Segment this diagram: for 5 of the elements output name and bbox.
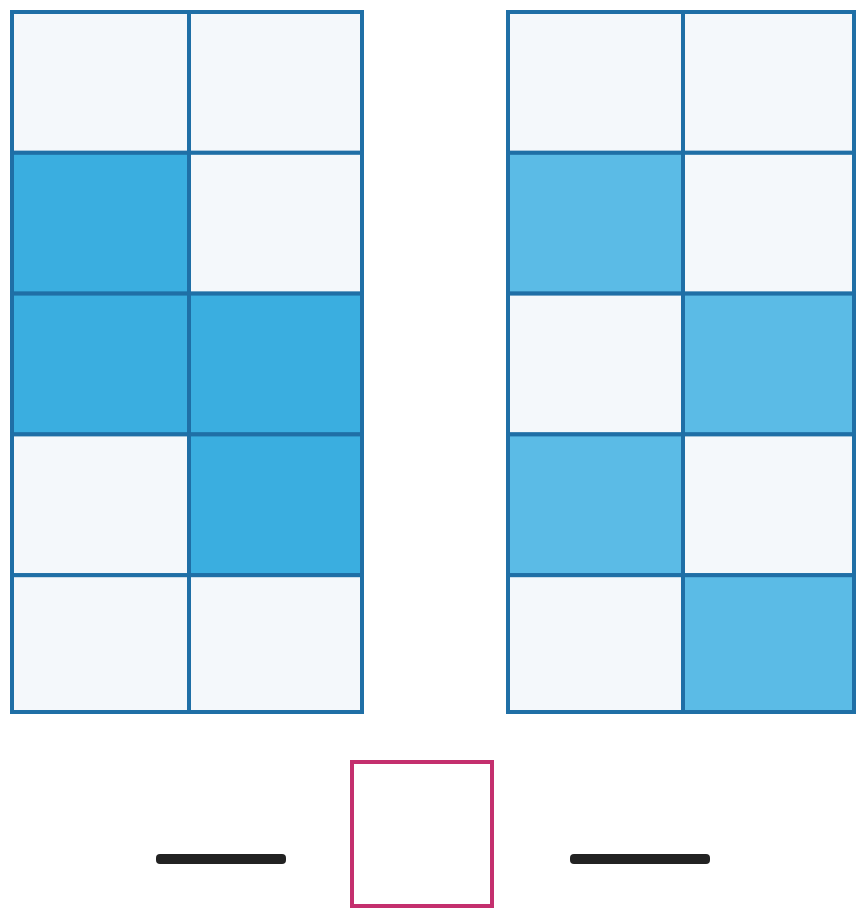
fraction-grid xyxy=(10,10,364,714)
answer-box xyxy=(350,760,494,908)
fill-in-line xyxy=(156,854,286,864)
fraction-grid xyxy=(506,10,856,714)
fill-in-line xyxy=(570,854,710,864)
